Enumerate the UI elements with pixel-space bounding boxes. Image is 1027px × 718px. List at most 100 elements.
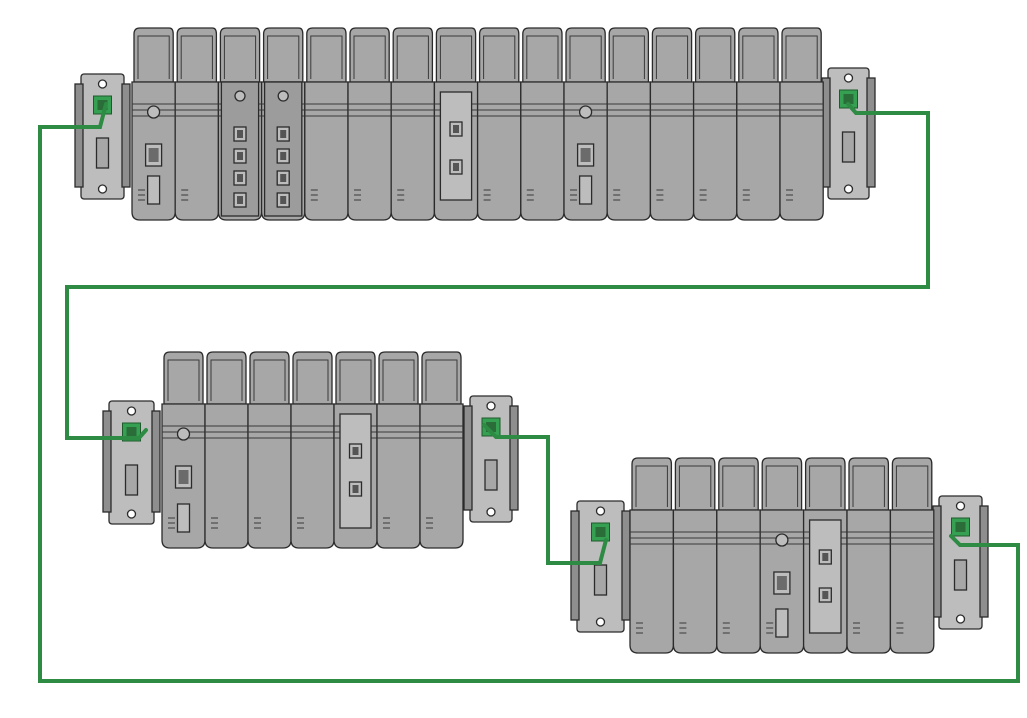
extension-rack-1-module-2-io [204, 351, 249, 549]
extension-rack-1-module-2-io-cap [206, 351, 247, 405]
main-rack-left-end-latch [95, 137, 110, 169]
main-rack-module-4-cpu-port-inner-3 [280, 196, 287, 204]
extension-rack-2-right-end [932, 495, 989, 630]
main-rack-module-9-io-body [476, 81, 522, 221]
main-rack-module-12-io-cap [608, 27, 650, 83]
main-rack-module-8-comm-port-inner-1 [453, 163, 459, 171]
main-rack-module-4-cpu-port-inner-1 [280, 152, 287, 160]
main-rack-module-1-power-cap-inner [137, 35, 170, 79]
main-rack-right-end-port-inner [843, 94, 854, 104]
extension-rack-2-right-end-latch [953, 559, 968, 591]
main-rack-module-3-cpu-port-inner-3 [237, 196, 243, 204]
link-ext1-right-to-ext2-left [482, 423, 608, 565]
extension-rack-1-module-6-io-cap [378, 351, 419, 405]
extension-rack-1-right-end-screw-bottom [486, 507, 496, 517]
main-rack-module-6-io-cap [349, 27, 390, 83]
main-rack-right-end-rail-right [866, 77, 876, 188]
extension-rack-2-right-end-rail-right [979, 505, 989, 618]
main-rack-module-8-comm-port-inner-0 [453, 125, 459, 133]
main-rack-module-8-comm-panel [439, 91, 473, 201]
main-rack-module-10-io-body [520, 81, 565, 221]
extension-rack-2-module-5-comm-cap [804, 457, 846, 511]
main-rack-module-2-blank-body [174, 81, 220, 221]
extension-rack-1-left-end-rail-left [102, 410, 112, 513]
main-rack-module-9-io-cap-inner [483, 35, 516, 79]
main-rack-module-10-io [520, 27, 565, 221]
main-rack-module-11-power-terminal [578, 175, 593, 205]
main-rack-module-15-io-cap-inner [742, 35, 775, 79]
main-rack-module-3-cpu-cap-inner [223, 35, 257, 79]
extension-rack-2-right-end-screw-bottom [955, 614, 966, 624]
main-rack-module-13-io-cap-inner [655, 35, 689, 79]
extension-rack-1-left-end-screw-top [126, 406, 137, 416]
main-rack-module-3-cpu-port-inner-1 [237, 152, 243, 160]
main-rack-module-1-power-led [146, 105, 161, 119]
main-rack-module-4-cpu-cap-inner [267, 35, 300, 79]
main-rack-module-8-comm-cap [435, 27, 477, 83]
main-rack-module-3-cpu [217, 27, 263, 221]
main-rack-module-2-blank [174, 27, 220, 221]
main-rack-module-3-cpu-dial [234, 90, 246, 102]
extension-rack-2-module-6-io-body [846, 509, 892, 654]
extension-rack-2-module-3-io [716, 457, 761, 654]
main-rack-module-9-io [476, 27, 522, 221]
extension-rack-1-right-end-rail-right [509, 405, 519, 511]
main-rack-module-10-io-cap [522, 27, 563, 83]
extension-rack-1-module-7-io [419, 351, 464, 549]
main-rack-module-3-cpu-port-inner-0 [237, 130, 243, 138]
extension-rack-1-module-5-comm [333, 351, 378, 549]
main-rack-right-end-screw-top [843, 73, 854, 83]
main-rack-right-end [821, 67, 876, 200]
extension-rack-2-module-1-io-cap [631, 457, 673, 511]
extension-rack-1-left-end-body [108, 400, 155, 525]
extension-rack-2-left-end-rail-right [621, 510, 631, 621]
main-rack-module-14-io [692, 27, 738, 221]
main-rack-module-12-io [606, 27, 652, 221]
extension-rack-1-module-7-io-cap [421, 351, 462, 405]
extension-rack-1-module-4-io [290, 351, 335, 549]
main-rack-module-14-io-body [692, 81, 738, 221]
extension-rack-2-module-5-comm [802, 457, 848, 654]
main-rack-module-15-io-body [736, 81, 781, 221]
main-rack-module-7-io-cap [392, 27, 434, 83]
main-rack-module-2-blank-cap-inner [180, 35, 213, 79]
main-rack-module-15-io [736, 27, 781, 221]
main-rack-module-12-io-cap-inner [612, 35, 645, 79]
main-rack-left-end [74, 73, 131, 200]
extension-rack-1-module-1-power-switch-lever [178, 470, 189, 484]
extension-rack-1-right-end-port-inner [486, 422, 496, 432]
main-rack-module-11-power [563, 27, 608, 221]
extension-rack-1-left-end-rail-right [151, 410, 161, 513]
main-rack-module-10-io-cap-inner [526, 35, 559, 79]
extension-rack-2-module-7-io-cap-inner [895, 465, 929, 507]
extension-rack-1-module-5-comm-cap [335, 351, 376, 405]
main-rack-module-7-io-cap-inner [396, 35, 429, 79]
extension-rack-1-module-3-io [247, 351, 292, 549]
extension-rack-2-module-3-io-cap-inner [722, 465, 755, 507]
main-rack-module-8-comm [433, 27, 479, 221]
main-rack-module-6-io-cap-inner [353, 35, 386, 79]
extension-rack-1-module-4-io-cap-inner [296, 359, 329, 401]
main-rack-module-14-io-cap [694, 27, 736, 83]
extension-rack-2-module-4-power-switch-lever [776, 576, 787, 590]
main-rack-module-5-io-cap-inner [310, 35, 343, 79]
extension-rack-2-right-end-port-inner [955, 522, 966, 532]
extension-rack-1-module-2-io-cap-inner [210, 359, 243, 401]
extension-rack-2-module-1-io-body [629, 509, 675, 654]
extension-rack-1-module-1-power [161, 351, 206, 549]
extension-rack-2-module-4-power-led [775, 533, 789, 547]
main-rack-module-1-power [131, 27, 176, 221]
main-rack [74, 27, 876, 221]
extension-rack-1-module-1-power-led [176, 427, 191, 441]
extension-rack-1-module-7-io-body [419, 403, 464, 549]
main-rack-left-end-screw-top [97, 79, 108, 89]
main-rack-module-3-cpu-port-inner-2 [237, 174, 243, 182]
extension-rack-1-left-end [102, 400, 161, 525]
extension-rack-2-module-4-power [759, 457, 805, 654]
main-rack-left-end-rail-left [74, 83, 84, 188]
main-rack-module-4-cpu [260, 27, 306, 221]
main-rack-module-4-cpu-cap [262, 27, 304, 83]
main-rack-module-15-io-cap [738, 27, 779, 83]
main-rack-module-11-power-switch-lever [580, 148, 591, 162]
